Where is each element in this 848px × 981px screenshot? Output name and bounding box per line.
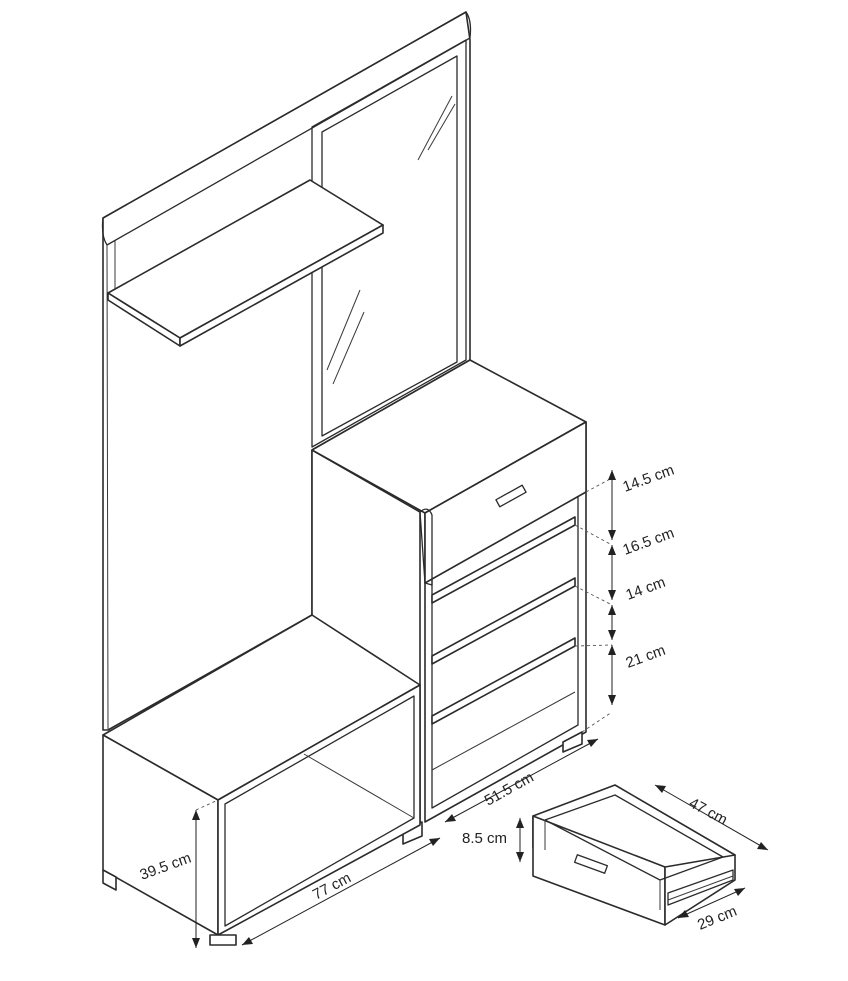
dim-shelf-2: 14 cm bbox=[624, 574, 668, 604]
dim-drawer-depth: 47 cm bbox=[686, 795, 730, 829]
drawer-detail bbox=[532, 784, 736, 926]
dimension-lines bbox=[192, 470, 769, 948]
dim-shelf-1: 16.5 cm bbox=[621, 525, 677, 559]
bench bbox=[102, 614, 421, 946]
dim-drawer-top: 14.5 cm bbox=[621, 462, 677, 496]
dim-shelf-3: 21 cm bbox=[624, 642, 668, 672]
shoe-cabinet bbox=[311, 359, 587, 845]
hat-shelf bbox=[107, 179, 384, 347]
mirror bbox=[311, 39, 467, 448]
dim-drawer-inner-height: 8.5 cm bbox=[462, 830, 507, 847]
